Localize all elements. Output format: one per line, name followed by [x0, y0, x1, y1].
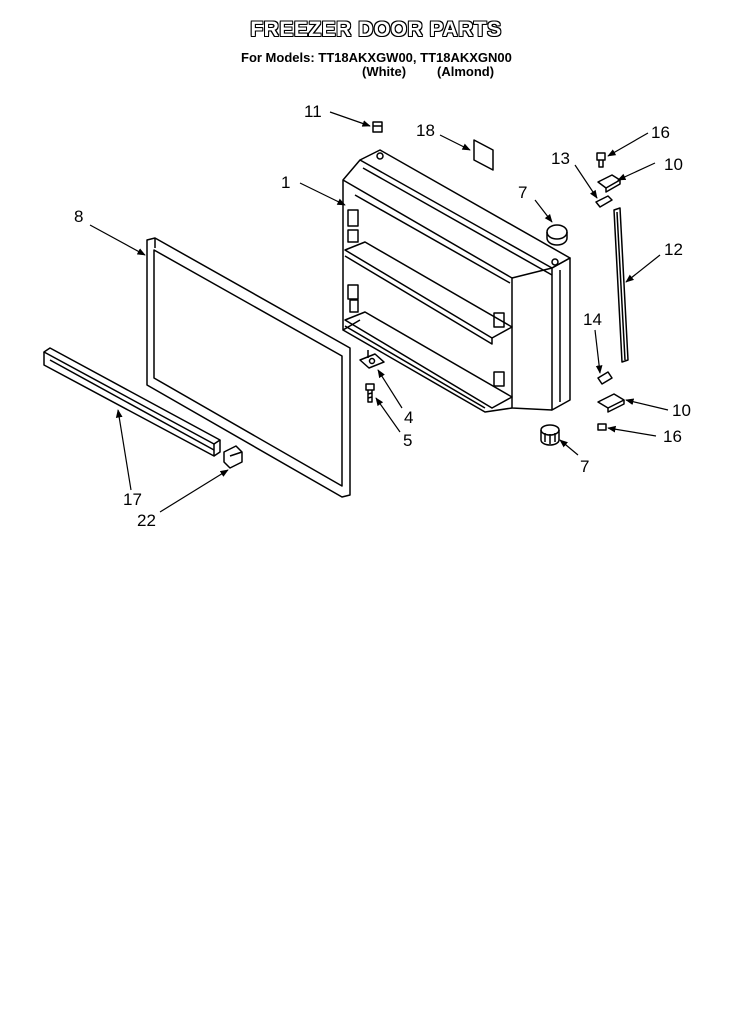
hinge-assembly [595, 152, 629, 431]
callout-14: 14 [583, 310, 602, 329]
callout-7-upper: 7 [518, 183, 527, 202]
callout-7-lower: 7 [580, 457, 589, 476]
leader-arrows [89, 111, 669, 513]
variant-almond: (Almond) [437, 64, 495, 79]
callout-13: 13 [551, 149, 570, 168]
label-part-18 [473, 139, 494, 171]
callout-17: 17 [123, 490, 142, 509]
callout-18: 18 [416, 121, 435, 140]
door-gasket-part-8 [146, 237, 351, 498]
bushing-part-7-lower [540, 424, 560, 446]
screw-part-11 [372, 121, 383, 133]
handle-strip-part-17 [43, 347, 221, 457]
callout-8: 8 [74, 207, 83, 226]
stop-bracket-part-4 [359, 350, 385, 369]
screw-part-5 [365, 383, 375, 403]
callout-5: 5 [403, 431, 412, 450]
callout-10-lower: 10 [672, 401, 691, 420]
callout-22: 22 [137, 511, 156, 530]
model-numbers: For Models: TT18AKXGW00, TT18AKXGN00 [241, 50, 512, 65]
page-title: FREEZER DOOR PARTS [250, 18, 502, 41]
callout-11: 11 [304, 102, 322, 121]
end-cap-part-22 [223, 445, 243, 469]
callout-16-upper: 16 [651, 123, 670, 142]
plug-part-7-upper [546, 224, 568, 246]
callout-12: 12 [664, 240, 683, 259]
callout-10-upper: 10 [664, 155, 683, 174]
callout-labels: 11 18 1 8 7 13 16 10 12 14 10 16 7 4 5 1… [74, 102, 691, 530]
callout-4: 4 [404, 408, 413, 427]
callout-16-lower: 16 [663, 427, 682, 446]
variant-white: (White) [362, 64, 407, 79]
callout-1: 1 [281, 173, 290, 192]
door-liner-part-1 [342, 149, 571, 413]
